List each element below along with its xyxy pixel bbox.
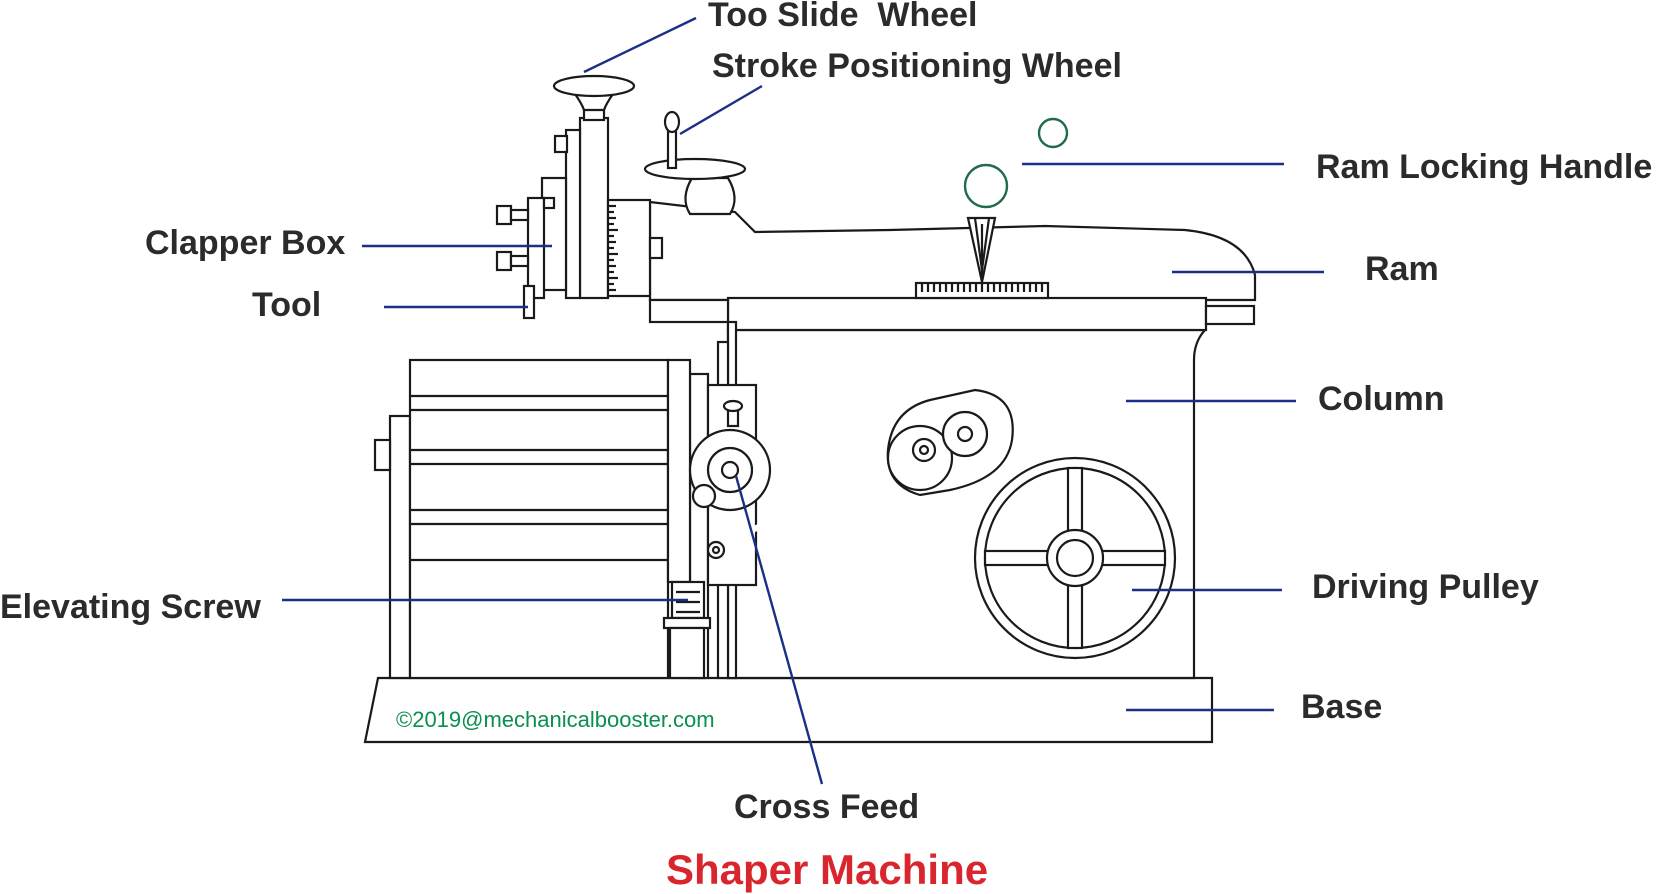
- machine-ram: [648, 200, 1257, 332]
- leader-stroke-positioning-wheel: [679, 84, 763, 136]
- label-tool-slide-wheel: Too Slide Wheel: [708, 0, 978, 34]
- diagram-title: Shaper Machine: [666, 846, 988, 893]
- work-table: [373, 358, 670, 680]
- driving-pulley: [973, 456, 1177, 660]
- label-ram: Ram: [1365, 250, 1439, 288]
- tool-head: [495, 116, 664, 320]
- ram-locking-handle: [963, 117, 1069, 283]
- tool-slide-wheel: [552, 74, 636, 122]
- stroke-positioning-wheel: [643, 110, 747, 216]
- feed-pulleys: [886, 388, 1014, 497]
- copyright-text: ©2019@mechanicalbooster.com: [396, 707, 715, 732]
- label-cross-feed: Cross Feed: [734, 788, 919, 826]
- label-driving-pulley: Driving Pulley: [1312, 568, 1539, 606]
- label-base: Base: [1301, 688, 1382, 726]
- label-elevating-screw: Elevating Screw: [0, 588, 261, 626]
- label-column: Column: [1318, 380, 1445, 418]
- label-ram-locking-handle: Ram Locking Handle: [1316, 148, 1652, 186]
- leader-tool-slide-wheel: [583, 16, 697, 74]
- label-tool: Tool: [252, 286, 321, 324]
- label-clapper-box: Clapper Box: [145, 224, 345, 262]
- leader-lines: [282, 16, 1324, 785]
- leader-cross-feed: [734, 475, 824, 785]
- label-stroke-positioning-wheel: Stroke Positioning Wheel: [712, 47, 1122, 85]
